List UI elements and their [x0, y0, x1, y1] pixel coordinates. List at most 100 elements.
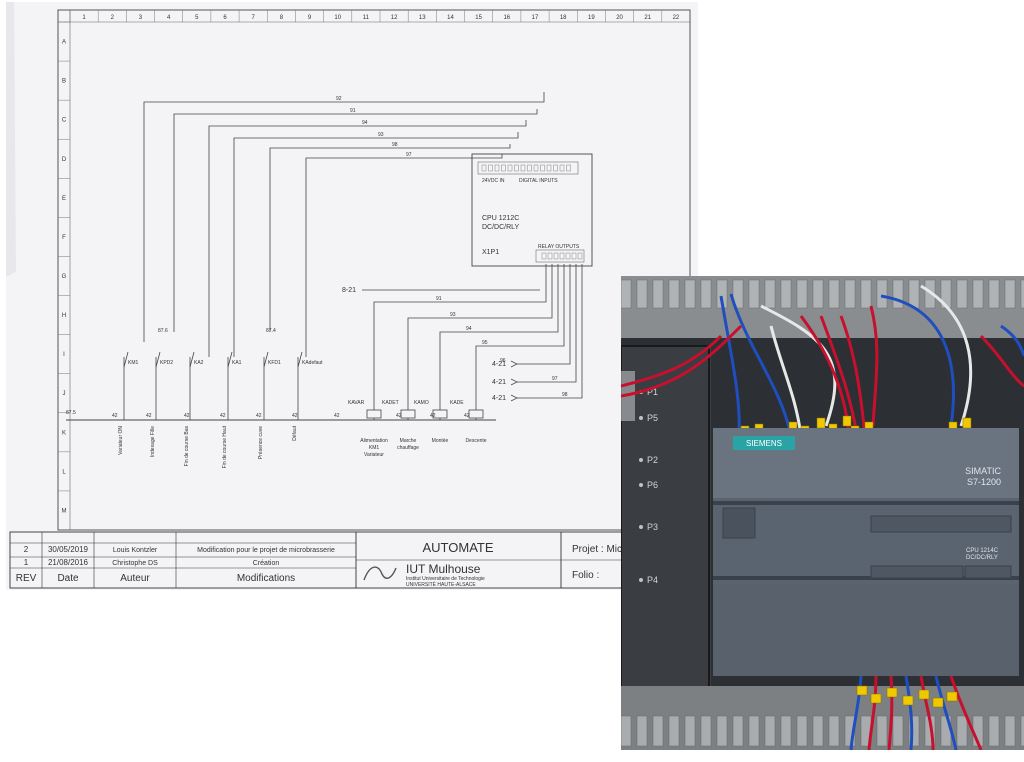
wire-number: 92	[336, 96, 342, 102]
column-label: 9	[308, 15, 312, 21]
coil-label: Montée	[432, 438, 449, 444]
row-label: F	[62, 235, 66, 241]
row-label: C	[62, 118, 67, 124]
sheet-ref-input: 8-21	[342, 287, 356, 294]
column-label: 2	[111, 15, 115, 21]
university-name: UNIVERSITÉ HAUTE-ALSACE	[406, 581, 476, 588]
slot-label: P6	[647, 480, 658, 490]
header-rev: REV	[16, 573, 37, 584]
bus-wire-number: 42	[430, 413, 436, 419]
bus-wire-number: 42	[220, 413, 226, 419]
contact-label: Fin de course Haut	[222, 425, 228, 468]
contact-label: Fin de course Bas	[184, 426, 190, 467]
row-label: E	[62, 196, 66, 202]
wire-number: 94	[362, 120, 368, 126]
series-label: SIMATIC	[965, 466, 1001, 476]
column-label: 19	[588, 15, 595, 21]
contact-tag: KA2	[194, 360, 204, 366]
bottom-wiring	[849, 675, 983, 750]
drawing-title: AUTOMATE	[422, 540, 493, 555]
institution-sub: Institut Universitaire de Technologie	[406, 576, 485, 582]
plc-model: CPU 1212C	[482, 215, 519, 222]
wire-number: 93	[450, 312, 456, 318]
ferrules-bottom	[856, 685, 958, 708]
column-label: 8	[280, 15, 284, 21]
column-label: 7	[252, 15, 256, 21]
paper-fold	[6, 2, 16, 277]
column-label: 21	[644, 15, 651, 21]
column-label: 14	[447, 15, 454, 21]
column-label: 22	[673, 15, 680, 21]
contact-tag: KFD1	[268, 360, 281, 366]
wire-number: 96	[500, 358, 506, 364]
slot-label: P2	[647, 455, 658, 465]
cpu-label: CPU 1214C	[966, 548, 999, 554]
rev-1: 1	[24, 558, 29, 567]
title-block: 2 30/05/2019 Louis Kontzler Modification…	[9, 531, 698, 589]
wire-number: 91	[350, 108, 356, 114]
row-label: L	[62, 469, 66, 475]
wire-number: 98	[562, 392, 568, 398]
cpu-variant: DC/DC/RLY	[966, 555, 998, 561]
project-label: Projet : Mic	[572, 544, 622, 555]
input-wires	[143, 92, 545, 357]
output-sheet-refs: 4-214-214-21	[492, 360, 518, 402]
contact-label: Variateur ON	[118, 426, 124, 455]
row-label: J	[63, 391, 66, 397]
sheet-ref-output: 4-21	[492, 395, 506, 402]
header-date: Date	[57, 573, 79, 584]
row-label: A	[62, 40, 66, 46]
author-2: Louis Kontzler	[113, 547, 158, 554]
column-label: 3	[139, 15, 143, 21]
coil-label: Alimentation	[360, 438, 388, 444]
header-author: Auteur	[120, 573, 150, 584]
contact-ref: 87.4	[266, 328, 276, 334]
modification-2: Modification pour le projet de microbras…	[197, 547, 335, 554]
bus-wire-number: 42	[396, 413, 402, 419]
bus-wire-number: 42	[292, 413, 298, 419]
bus-wire-number: 42	[184, 413, 190, 419]
coil-label: chauffage	[397, 445, 419, 451]
contact-tag: KPD2	[160, 360, 173, 366]
wire-number: 95	[482, 340, 488, 346]
wire-number: 93	[378, 132, 384, 138]
slot-label: P5	[647, 413, 658, 423]
coil-tag: KADE	[450, 400, 464, 406]
bus-wire-number: 42	[334, 413, 340, 419]
modification-1: Création	[253, 560, 280, 567]
bus-wire-number: 42	[112, 413, 118, 419]
column-label: 10	[334, 15, 341, 21]
coil-label: Descente	[465, 438, 486, 444]
slot-label: P4	[647, 575, 658, 585]
institution-name: IUT Mulhouse	[406, 562, 481, 576]
column-label: 20	[616, 15, 623, 21]
siemens-badge	[733, 436, 795, 450]
coil-label: Marche	[400, 438, 417, 444]
wiring	[621, 284, 1024, 437]
coil-tag: KAMO	[414, 400, 429, 406]
column-label: 18	[560, 15, 567, 21]
coil-tag: KADET	[382, 400, 399, 406]
plc-relay-outputs-label: RELAY OUTPUTS	[538, 244, 580, 250]
left-module	[621, 346, 711, 750]
folio-label: Folio :	[572, 570, 599, 581]
siemens-plc: SIEMENS SIMATIC S7-1200 CPU 1214C DC/DC/…	[713, 428, 1019, 676]
bus-wire-number: 42	[256, 413, 262, 419]
wire-number: 94	[466, 326, 472, 332]
coil-label: Variateur	[364, 452, 384, 458]
row-label: M	[62, 508, 67, 514]
slot-label: P3	[647, 522, 658, 532]
column-label: 17	[532, 15, 539, 21]
bus-wire-number: 42	[146, 413, 152, 419]
